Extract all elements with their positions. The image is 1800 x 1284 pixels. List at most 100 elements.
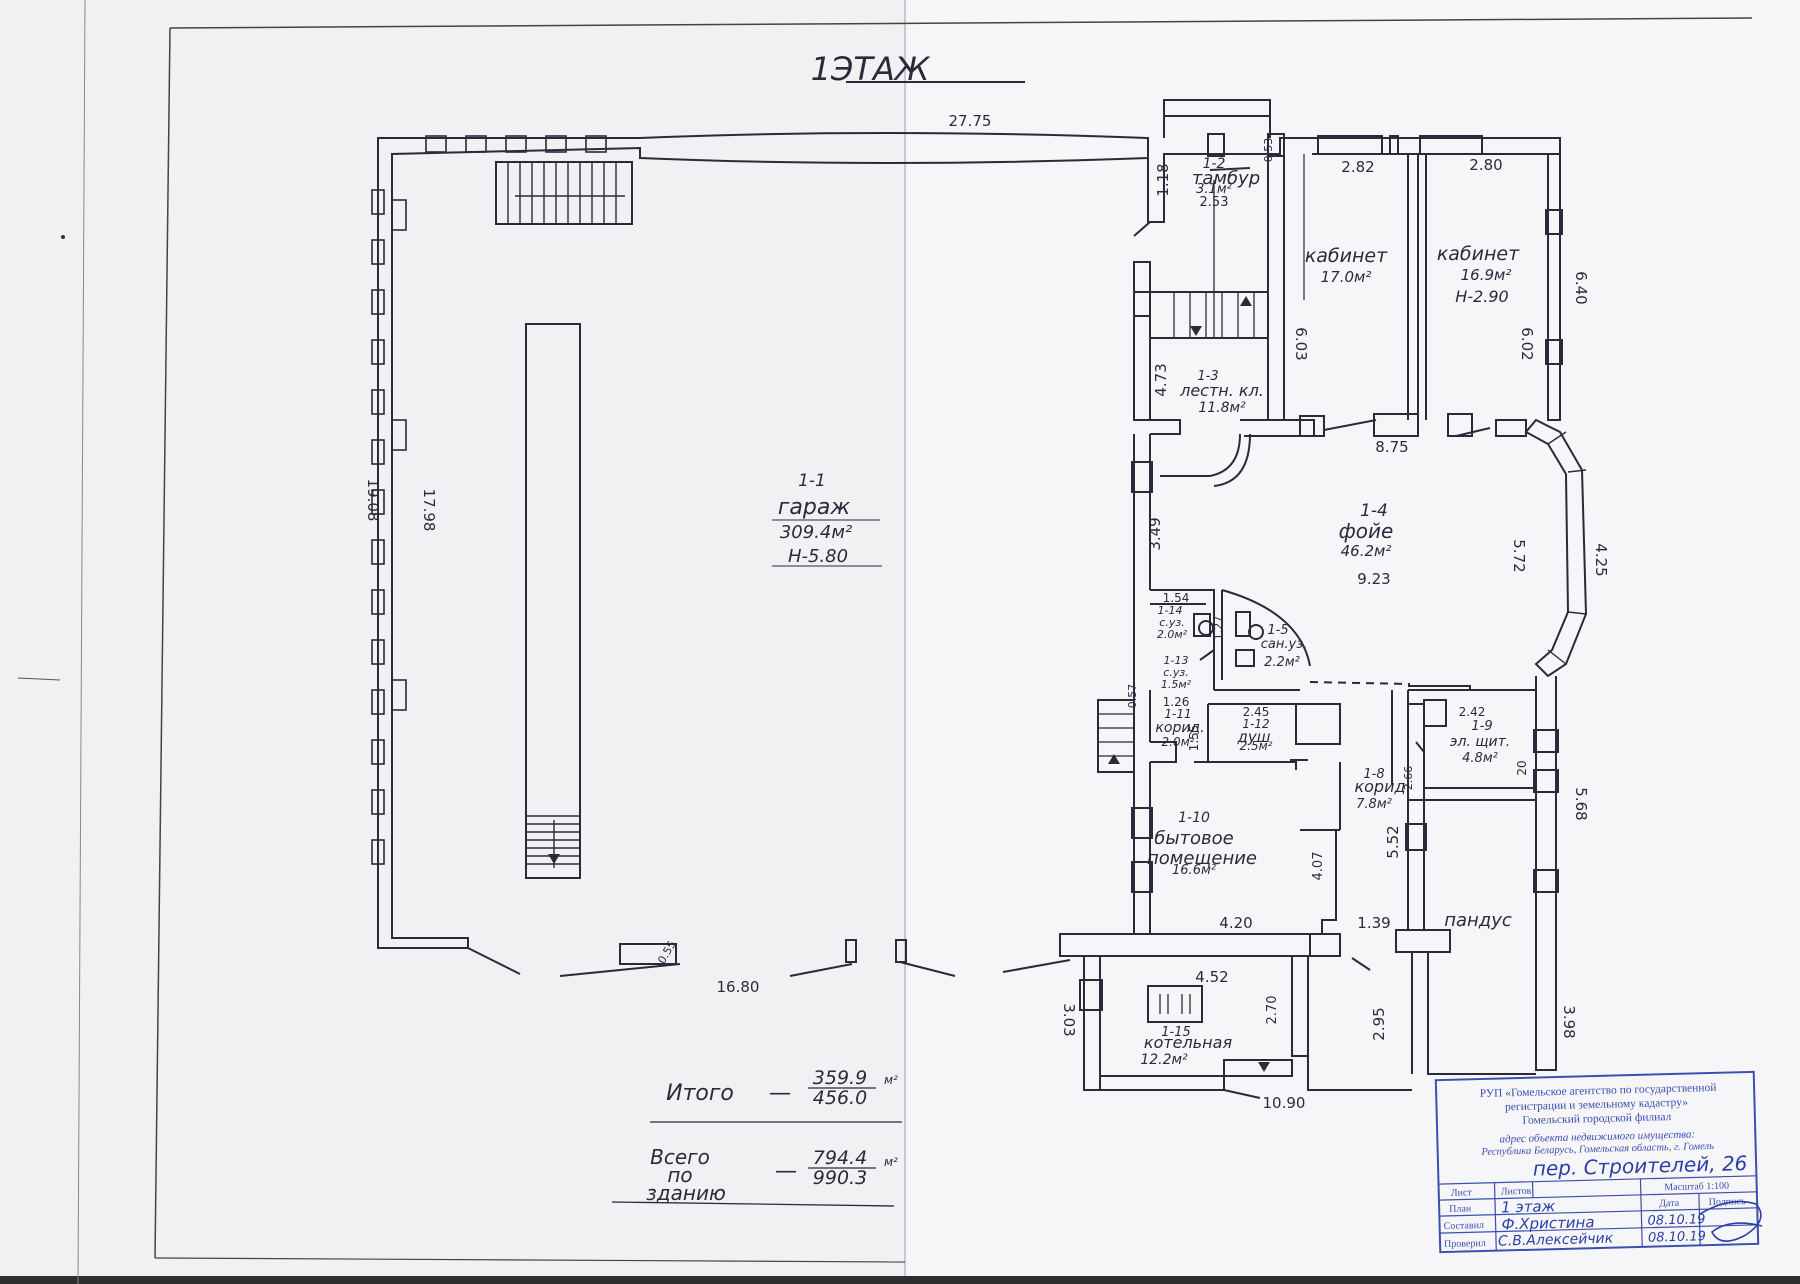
stamp-org-2: регистрации и земельному кадастру» xyxy=(1505,1097,1688,1114)
vsego-numerator: 794.4 xyxy=(813,1147,867,1169)
dim-0-57: 0.57 xyxy=(1126,684,1139,709)
vsego-unit: м² xyxy=(884,1155,898,1169)
stamp-plan-value: 1 этаж xyxy=(1501,1197,1556,1216)
stamp-checked-date: 08.10.19 xyxy=(1648,1229,1706,1246)
dim-right-upper: 6.40 xyxy=(1572,271,1590,304)
vsego-dash: — xyxy=(775,1159,797,1184)
cabinet2-area: 16.9м² xyxy=(1461,266,1512,284)
dim-stair-h: 4.73 xyxy=(1152,363,1170,396)
vsego-line2: по xyxy=(667,1163,692,1187)
dim-shower-w: 2.45 xyxy=(1243,705,1270,719)
stair-area: 11.8м² xyxy=(1198,400,1246,416)
stamp-org-3: Гомельский городской филиал xyxy=(1522,1111,1671,1127)
dim-cab2-w: 2.80 xyxy=(1469,156,1502,174)
wc13-area: 1.5м² xyxy=(1161,678,1192,691)
byt-name-2: помещение xyxy=(1147,848,1257,869)
cabinet1-area: 17.0м² xyxy=(1321,268,1372,286)
stamp-col-date: Дата xyxy=(1659,1198,1680,1210)
dim-1-39: 1.39 xyxy=(1357,914,1390,932)
dim-boiler-right: 2.70 xyxy=(1265,996,1280,1025)
corr11-area: 2.0м² xyxy=(1162,735,1195,749)
corr11-name: корид. xyxy=(1155,720,1204,736)
itogo-denominator: 456.0 xyxy=(813,1087,867,1109)
corr8-number: 1-8 xyxy=(1363,767,1384,782)
signature-mark xyxy=(1699,1200,1763,1242)
dim-bottom-right: 10.90 xyxy=(1263,1094,1306,1112)
dim-cab1-w: 2.82 xyxy=(1341,158,1374,176)
itogo-label: Итого xyxy=(666,1081,734,1106)
wc14-area: 2.0м² xyxy=(1157,628,1188,641)
tambur-area: 3.1м² xyxy=(1196,182,1232,197)
dim-boiler-w: 4.52 xyxy=(1195,968,1228,986)
stamp-row-checked: Проверил xyxy=(1444,1238,1486,1250)
shield-number: 1-9 xyxy=(1471,719,1492,734)
garage-number: 1-1 xyxy=(798,471,826,491)
tambur-name: тамбур xyxy=(1192,168,1260,189)
itogo-unit: м² xyxy=(884,1073,898,1087)
shower-area: 2.5м² xyxy=(1240,739,1273,753)
stamp-col-scale: Масштаб 1:100 xyxy=(1664,1181,1729,1194)
wc14-number: 1-14 xyxy=(1158,604,1183,617)
boiler-number: 1-15 xyxy=(1161,1025,1191,1040)
byt-name-1: бытовое xyxy=(1154,828,1234,849)
stamp-row-composed: Составил xyxy=(1443,1220,1484,1232)
dim-san-w: 1.54 xyxy=(1163,591,1190,605)
dim-cab2-h: 6.02 xyxy=(1518,327,1536,360)
official-stamp: РУП «Гомельское агентство по государстве… xyxy=(1434,1070,1763,1254)
wc13-name: с.уз. xyxy=(1163,666,1188,679)
byt-number: 1-10 xyxy=(1178,810,1210,826)
shield-name: эл. щит. xyxy=(1450,734,1510,750)
corr8-area: 7.8м² xyxy=(1356,797,1392,812)
foyer-name: фойе xyxy=(1339,519,1394,543)
dim-3-98: 3.98 xyxy=(1560,1005,1578,1038)
shower-number: 1-12 xyxy=(1242,717,1269,731)
dim-boiler-left: 3.03 xyxy=(1060,1003,1078,1036)
dim-right-lower: 5.68 xyxy=(1572,787,1590,820)
stamp-col-list: Лист xyxy=(1451,1187,1473,1199)
corr11-number: 1-11 xyxy=(1164,707,1191,721)
dim-foyer-w: 8.75 xyxy=(1375,438,1408,456)
dim-bottom-left: 16.80 xyxy=(717,978,760,996)
stamp-composed-date: 08.10.19 xyxy=(1647,1212,1705,1229)
itogo-dash: — xyxy=(769,1081,791,1106)
cabinet1-name: кабинет xyxy=(1305,245,1388,267)
foyer-number: 1-4 xyxy=(1360,501,1388,521)
cabinet2-name: кабинет xyxy=(1437,243,1520,265)
stamp-checked-value: С.В.Алексейчик xyxy=(1498,1231,1614,1250)
dim-cab1-h: 6.03 xyxy=(1292,327,1310,360)
stair-name: лестн. кл. xyxy=(1179,381,1264,400)
dim-tambur-w: 1.18 xyxy=(1154,163,1172,196)
dim-1-26: 1.26 xyxy=(1163,695,1190,709)
dim-byt-w: 4.20 xyxy=(1219,914,1252,932)
garage-height: Н-5.80 xyxy=(788,546,848,567)
dim-5-52: 5.52 xyxy=(1384,825,1402,858)
boiler-name: котельная xyxy=(1144,1033,1233,1052)
wc5-area: 2.2м² xyxy=(1264,655,1300,670)
stair-number: 1-3 xyxy=(1197,369,1218,384)
vsego-line1: Всего xyxy=(650,1145,710,1169)
stamp-row-plan: План xyxy=(1449,1203,1472,1215)
vsego-line3: зданию xyxy=(646,1181,726,1205)
cabinet2-height: Н-2.90 xyxy=(1455,287,1508,306)
shield-area: 4.8м² xyxy=(1462,751,1498,766)
dim-2-66: 2.66 xyxy=(1402,766,1415,791)
ramp-label: пандус xyxy=(1444,910,1512,931)
wc5-number: 1-5 xyxy=(1267,623,1288,638)
dim-top-total: 27.75 xyxy=(949,112,992,130)
dim-2-95: 2.95 xyxy=(1370,1007,1388,1040)
wc14-name: с.уз. xyxy=(1159,616,1184,629)
dim-san-h: 1.27 xyxy=(1212,616,1225,641)
itogo-numerator: 359.9 xyxy=(813,1067,867,1089)
stamp-street: пер. Строителей, 26 xyxy=(1533,1151,1748,1181)
dim-foyer-right: 5.72 xyxy=(1510,539,1528,572)
byt-area: 16.6м² xyxy=(1172,863,1216,878)
dim-shield-w: 2.42 xyxy=(1459,705,1486,719)
dim-foyer-h: 3.49 xyxy=(1146,517,1164,550)
tambur-number: 1-2 xyxy=(1203,156,1226,172)
dim-left-inner: 17.98 xyxy=(420,489,438,532)
wc5-name: сан.уз. xyxy=(1261,637,1307,652)
dim-20: 20 xyxy=(1515,760,1529,775)
stamp-address-label: адрес объекта недвижимого имущества: xyxy=(1499,1128,1695,1145)
stamp-composed-value: Ф.Христина xyxy=(1501,1213,1594,1233)
